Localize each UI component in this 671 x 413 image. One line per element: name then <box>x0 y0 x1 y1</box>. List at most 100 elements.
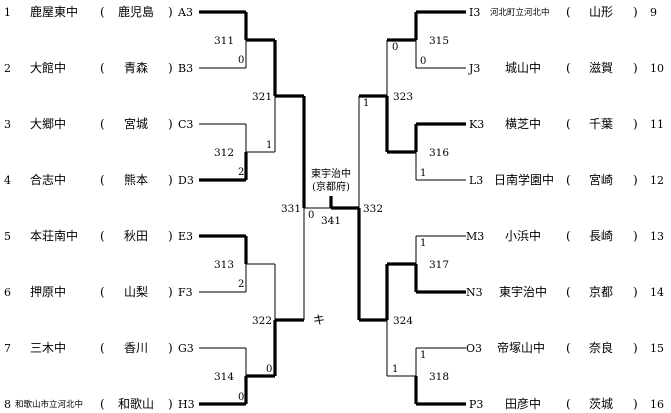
school-name: 横芝中 <box>505 116 541 131</box>
paren-close: ) <box>633 341 638 355</box>
paren-open: ( <box>100 117 105 131</box>
right-team-row-14: N3 東宇治中 ( 京都 ) 14 <box>466 284 664 299</box>
match-number-314: 314 <box>214 371 234 383</box>
seed-number: 13 <box>650 230 664 243</box>
team-code: L3 <box>469 174 483 187</box>
match-number-313: 313 <box>214 259 234 271</box>
paren-open: ( <box>566 285 571 299</box>
prefecture: 宮崎 <box>589 172 613 187</box>
right-team-row-15: O3 帝塚山中 ( 奈良 ) 15 <box>466 340 664 355</box>
paren-open: ( <box>100 173 105 187</box>
score-f3: 2 <box>238 279 244 290</box>
school-name: 和歌山市立河北中 <box>15 399 83 410</box>
seed-number: 11 <box>650 118 664 131</box>
right-team-row-10: J3 城山中 ( 滋賀 ) 10 <box>468 60 664 75</box>
prefecture: 秋田 <box>124 229 148 243</box>
school-name: 押原中 <box>30 284 66 299</box>
paren-close: ) <box>168 5 173 19</box>
school-name: 三木中 <box>30 340 66 355</box>
prefecture: 長崎 <box>589 229 613 243</box>
prefecture: 奈良 <box>589 340 613 355</box>
paren-open: ( <box>100 397 105 411</box>
prefecture: 山形 <box>589 5 613 19</box>
match-number-323: 323 <box>393 91 413 103</box>
paren-open: ( <box>566 229 571 243</box>
school-name: 日南学園中 <box>494 172 554 187</box>
right-team-row-11: K3 横芝中 ( 千葉 ) 11 <box>469 116 664 131</box>
paren-open: ( <box>566 397 571 411</box>
score-g3: 0 <box>266 364 272 375</box>
seed-number: 14 <box>650 286 664 299</box>
prefecture: 茨城 <box>589 397 613 411</box>
team-code: A3 <box>177 6 193 19</box>
paren-close: ) <box>633 117 638 131</box>
school-name: 河北町立河北中 <box>490 7 550 18</box>
seed-number: 15 <box>650 342 664 355</box>
champion-prefecture: (京都府) <box>312 180 350 193</box>
score-b3: 0 <box>238 55 244 66</box>
paren-close: ) <box>633 5 638 19</box>
team-code: E3 <box>178 230 193 243</box>
paren-open: ( <box>566 61 571 75</box>
team-code: D3 <box>178 174 194 187</box>
school-name: 本荘南中 <box>30 228 78 243</box>
left-team-row-2: 2 大館中 ( 青森 ) B3 <box>4 60 193 75</box>
school-name: 城山中 <box>505 60 541 75</box>
left-team-row-6: 6 押原中 ( 山梨 ) F3 <box>4 284 193 299</box>
seed-number: 12 <box>650 174 664 187</box>
seed-number: 3 <box>4 118 11 131</box>
seed-number: 16 <box>650 398 664 411</box>
school-name: 田彦中 <box>505 396 541 411</box>
school-name: 大館中 <box>30 60 66 75</box>
right-team-row-12: L3 日南学園中 ( 宮崎 ) 12 <box>469 172 664 187</box>
paren-close: ) <box>168 285 173 299</box>
match-number-331: 331 <box>281 203 301 215</box>
school-name: 大郷中 <box>30 116 66 131</box>
prefecture: 熊本 <box>124 172 148 187</box>
paren-close: ) <box>633 61 638 75</box>
paren-close: ) <box>168 117 173 131</box>
paren-open: ( <box>100 285 105 299</box>
score-323: 1 <box>363 98 369 109</box>
score-324: 1 <box>392 364 398 375</box>
team-code: C3 <box>178 118 193 131</box>
paren-close: ) <box>168 173 173 187</box>
seed-number: 8 <box>4 398 11 411</box>
team-code: J3 <box>468 62 480 75</box>
school-name: 帝塚山中 <box>497 340 545 355</box>
paren-open: ( <box>566 117 571 131</box>
school-name: 合志中 <box>30 172 66 187</box>
match-number-321: 321 <box>252 91 272 103</box>
left-team-row-4: 4 合志中 ( 熊本 ) D3 <box>4 172 194 187</box>
prefecture: 京都 <box>589 285 613 299</box>
team-code: B3 <box>178 62 193 75</box>
annotation-ki: キ <box>313 313 325 327</box>
seed-number: 1 <box>4 6 11 19</box>
school-name: 東宇治中 <box>499 284 547 299</box>
right-team-row-16: P3 田彦中 ( 茨城 ) 16 <box>469 396 664 411</box>
paren-open: ( <box>566 341 571 355</box>
team-code: P3 <box>469 398 483 411</box>
prefecture: 千葉 <box>589 117 613 131</box>
score-c3: 1 <box>266 140 272 151</box>
prefecture: 滋賀 <box>589 61 613 75</box>
match-number-322: 322 <box>252 315 272 327</box>
prefecture: 宮城 <box>124 116 148 131</box>
match-number-315: 315 <box>429 35 449 47</box>
score-d3: 2 <box>238 167 244 178</box>
paren-open: ( <box>100 61 105 75</box>
paren-open: ( <box>566 173 571 187</box>
score-i3: 0 <box>392 42 398 53</box>
school-name: 小浜中 <box>505 228 541 243</box>
paren-close: ) <box>168 61 173 75</box>
score-j3: 0 <box>420 56 426 67</box>
score-l3: 1 <box>420 168 426 179</box>
school-name: 鹿屋東中 <box>30 4 78 19</box>
seed-number: 9 <box>650 6 657 19</box>
team-code: F3 <box>178 286 193 299</box>
paren-close: ) <box>168 229 173 243</box>
prefecture: 香川 <box>124 341 148 355</box>
prefecture: 鹿児島 <box>118 4 154 19</box>
seed-number: 10 <box>650 62 664 75</box>
